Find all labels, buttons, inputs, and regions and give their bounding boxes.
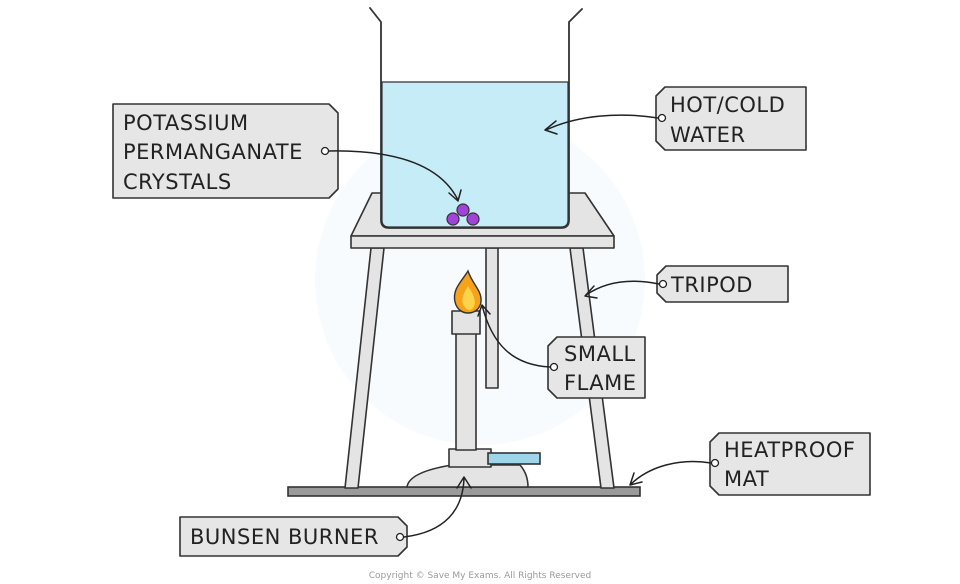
label-heatproof-mat: HEATPROOF MAT [709, 432, 871, 496]
arrow-heatproof-mat [629, 460, 712, 486]
label-hot-cold-water: HOT/COLD WATER [655, 86, 807, 151]
copyright-text: Copyright © Save My Exams. All Rights Re… [369, 571, 591, 581]
beaker [369, 7, 583, 229]
heatproof-mat [287, 486, 641, 497]
label-hotcold-line2: WATER [670, 123, 746, 147]
label-small-flame: SMALL FLAME [547, 336, 646, 399]
label-potassium-line2: PERMANGANATE [123, 140, 303, 164]
label-small-line1: SMALL [564, 342, 636, 366]
label-potassium-line1: POTASSIUM [123, 111, 249, 135]
arrow-hot-cold-water [544, 114, 659, 135]
bunsen-burner [406, 310, 541, 488]
label-heatproof-line2: MAT [724, 467, 769, 491]
label-small-line2: FLAME [564, 371, 637, 395]
crystals [446, 203, 480, 226]
arrow-bunsen-burner [403, 476, 472, 538]
label-bunsen-text: BUNSEN BURNER [190, 525, 379, 549]
label-tripod: TRIPOD [656, 265, 789, 303]
label-heatproof-line1: HEATPROOF [724, 438, 856, 462]
flame [453, 269, 482, 314]
label-potassium-permanganate: POTASSIUM PERMANGANATE CRYSTALS [112, 103, 339, 199]
arrow-tripod [584, 280, 660, 299]
label-potassium-line3: CRYSTALS [123, 170, 232, 194]
gas-tube [487, 452, 541, 465]
label-hotcold-line1: HOT/COLD [670, 93, 785, 117]
water [381, 81, 569, 228]
tripod-top-edge [350, 235, 615, 249]
arrow-potassium [328, 150, 462, 202]
label-tripod-text: TRIPOD [670, 273, 753, 297]
arrow-small-flame [477, 304, 551, 368]
label-bunsen-burner: BUNSEN BURNER [179, 516, 408, 557]
